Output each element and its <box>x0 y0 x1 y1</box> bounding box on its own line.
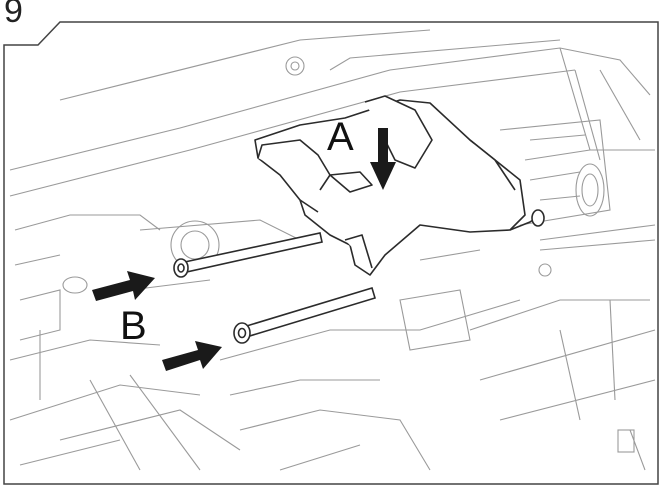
guide-rods <box>173 232 376 344</box>
callout-label-a: A <box>327 115 354 159</box>
arrow-right-icon <box>162 341 222 371</box>
roller-cover-part <box>254 95 545 276</box>
printer-body-lineart <box>9 29 656 471</box>
arrow-right-icon <box>92 271 155 301</box>
panel-border <box>3 21 659 485</box>
callout-label-b: B <box>120 304 147 348</box>
arrow-down-icon <box>370 128 396 190</box>
step-number: 9 <box>4 0 23 30</box>
